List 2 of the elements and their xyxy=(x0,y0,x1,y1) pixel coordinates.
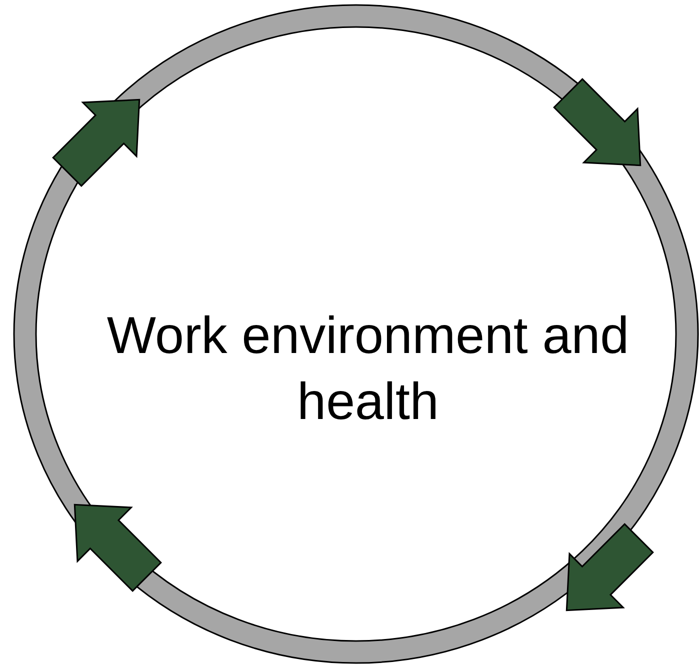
circle-label: Work environment and health xyxy=(106,306,630,433)
cycle-circle xyxy=(12,3,699,665)
